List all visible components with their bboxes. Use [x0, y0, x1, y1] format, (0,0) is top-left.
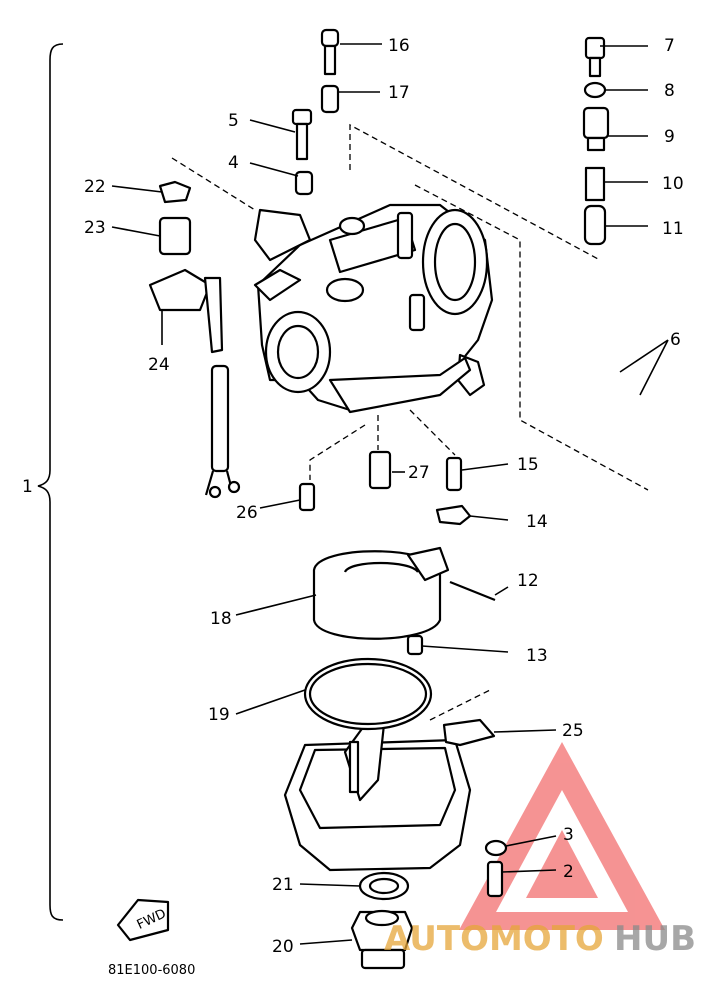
drain-plug [350, 909, 414, 970]
assembly-lines [171, 123, 649, 721]
float-bowl [283, 713, 472, 872]
callout-24: 24 [148, 355, 170, 375]
callout-3: 3 [563, 825, 574, 845]
float-pin [449, 580, 496, 602]
throttle-sensor-lead [204, 364, 241, 499]
callout-15: 15 [517, 455, 539, 475]
callout-8: 8 [664, 81, 675, 101]
callout-17: 17 [388, 83, 410, 103]
callout-25: 25 [562, 721, 584, 741]
choke-parts [148, 180, 224, 354]
callout-2: 2 [563, 862, 574, 882]
callout-6: 6 [670, 330, 681, 350]
watermark-text-hub: HUB [614, 919, 696, 959]
watermark-text-main: AUTOMOTO [384, 919, 604, 959]
group-brace [37, 43, 64, 921]
jets [298, 450, 472, 526]
callout-16: 16 [388, 36, 410, 56]
callout-14: 14 [526, 512, 548, 532]
callout-12: 12 [517, 571, 539, 591]
watermark-triangle-core [526, 830, 598, 898]
callout-27: 27 [408, 463, 430, 483]
callout-22: 22 [84, 177, 106, 197]
watermark-text: AUTOMOTO HUB [384, 919, 696, 959]
callout-20: 20 [272, 937, 294, 957]
pilot-air-screw-parts [582, 36, 610, 246]
float [312, 546, 450, 640]
bowl-screw [484, 839, 508, 898]
leader-lines [111, 43, 669, 945]
top-screws [291, 28, 340, 196]
callout-labels: 1 2 3 4 5 6 7 8 9 10 11 12 13 14 15 16 1… [22, 36, 684, 957]
callout-9: 9 [664, 127, 675, 147]
callout-10: 10 [662, 174, 684, 194]
callout-11: 11 [662, 219, 684, 239]
callout-26: 26 [236, 503, 258, 523]
callout-7: 7 [664, 36, 675, 56]
diagram-code: 81E100-6080 [108, 963, 195, 978]
fwd-arrow: FWD [116, 898, 170, 942]
callout-19: 19 [208, 705, 230, 725]
callout-5: 5 [228, 111, 239, 131]
callout-13: 13 [526, 646, 548, 666]
callout-21: 21 [272, 875, 294, 895]
callout-18: 18 [210, 609, 232, 629]
bracket [442, 718, 496, 747]
watermark [459, 742, 665, 930]
callout-1: 1 [22, 477, 33, 497]
callout-23: 23 [84, 218, 106, 238]
carburetor-body [253, 203, 494, 414]
needle-valve [406, 634, 424, 656]
callout-4: 4 [228, 153, 239, 173]
